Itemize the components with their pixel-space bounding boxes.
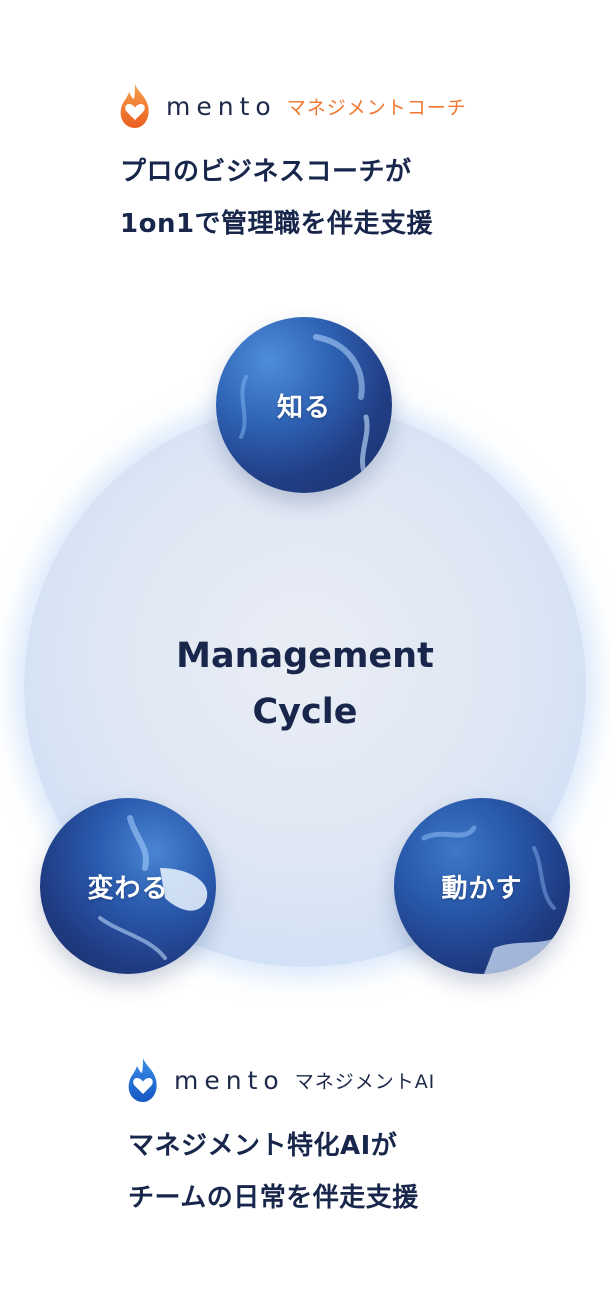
- coach-headline-line2: 1on1で管理職を伴走支援: [120, 209, 434, 239]
- ai-headline-line1: マネジメント特化AIが: [128, 1131, 398, 1161]
- top-brand-logo: mento マネジメントコーチ: [116, 82, 467, 130]
- orb-move: 動かす: [394, 798, 570, 974]
- ai-headline-line2: チームの日常を伴走支援: [128, 1183, 419, 1213]
- flame-heart-icon: [120, 84, 149, 128]
- orb-swirl: [98, 815, 208, 960]
- cycle-center-label: Management Cycle: [0, 628, 610, 740]
- coach-headline: プロのビジネスコーチが 1on1で管理職を伴走支援: [120, 146, 433, 250]
- orb-swirl: [239, 334, 370, 480]
- brand-product-name: マネジメントコーチ: [286, 96, 467, 119]
- orb-move-label: 動かす: [441, 873, 523, 904]
- orb-change-label: 変わる: [87, 873, 169, 904]
- orb-change: 変わる: [40, 798, 216, 974]
- brand-wordmark: mento: [174, 1065, 285, 1095]
- bottom-brand-logo: mento マネジメントAI: [124, 1056, 435, 1104]
- coach-headline-line1: プロのビジネスコーチが: [120, 157, 412, 187]
- brand-wordmark: mento: [166, 91, 277, 121]
- orb-know-label: 知る: [276, 392, 331, 423]
- ai-headline: マネジメント特化AIが チームの日常を伴走支援: [128, 1120, 419, 1224]
- orb-swirl: [421, 825, 570, 974]
- orb-know: 知る: [216, 317, 392, 493]
- flame-heart-icon: [128, 1058, 157, 1102]
- cycle-center-line1: Management: [176, 636, 434, 676]
- cycle-center-line2: Cycle: [252, 692, 358, 732]
- brand-product-name: マネジメントAI: [294, 1070, 436, 1093]
